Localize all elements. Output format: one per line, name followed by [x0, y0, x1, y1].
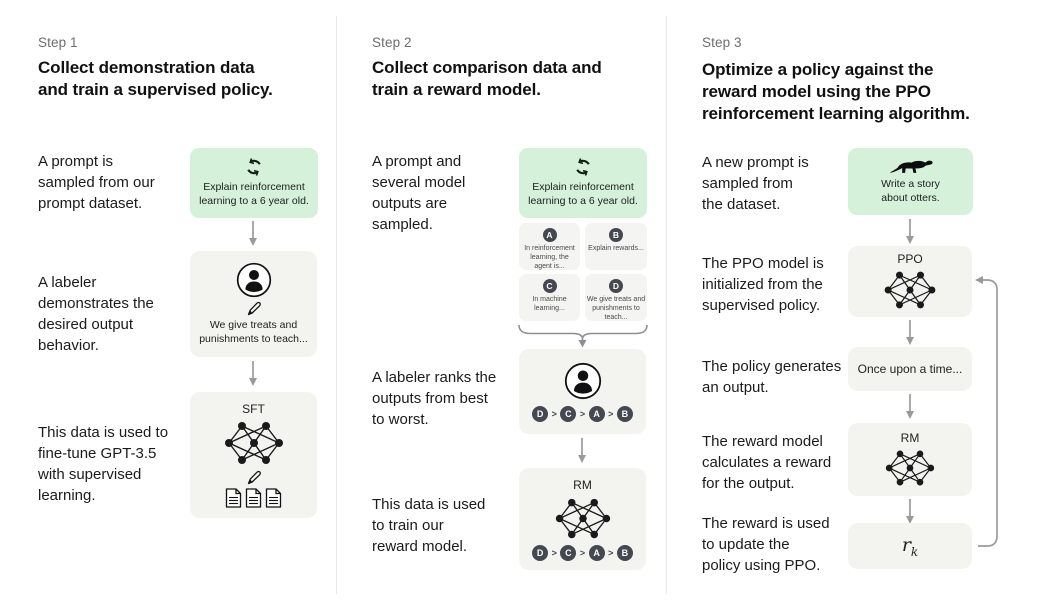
output-box-a: A In reinforcement learning, the agent i… [519, 223, 580, 270]
output-box-d: D We give treats and punishments to teac… [585, 274, 647, 321]
flow-arrow [905, 219, 915, 245]
labeler-rank-box: D > C > A > B [519, 349, 646, 434]
neural-net-icon [884, 271, 936, 309]
step1-row2-text: A labeler demonstrates the desired outpu… [38, 274, 154, 354]
step3-row3-text: The policy generates an output. [702, 358, 842, 396]
output-d-text: We give treats and punishments to teach.… [586, 296, 646, 322]
output-b-text: Explain rewards... [588, 245, 644, 252]
sft-box: SFT [190, 392, 317, 518]
rank-badge: C [560, 544, 577, 561]
pencil-icon [247, 470, 261, 485]
output-d-badge: D [609, 279, 623, 293]
prompt-box-step1: Explain reinforcement learning to a 6 ye… [190, 148, 318, 218]
step1-row3-text: This data is used to fine-tune GPT-3.5 w… [38, 424, 169, 504]
prompt-box-step3-text: Write a story about otters. [881, 178, 940, 204]
column-divider [666, 16, 667, 594]
output-b-badge: B [609, 228, 623, 242]
step3-row2-text: The PPO model is initialized from the su… [702, 255, 824, 314]
rank-badge: D [532, 405, 549, 422]
step3-label: Step 3 [702, 35, 742, 50]
labeler-demo-caption: We give treats and punishments to teach.… [199, 318, 308, 345]
rank-badge: C [560, 405, 577, 422]
ppo-box: PPO [848, 246, 972, 317]
documents-icon [225, 488, 282, 508]
reward-value-box: rk [848, 523, 972, 569]
flow-arrow [905, 320, 915, 346]
cycle-arrows-icon [576, 157, 590, 176]
output-c-badge: C [542, 279, 557, 293]
rank-badge: B [616, 544, 633, 561]
prompt-box-step2: Explain reinforcement learning to a 6 ye… [519, 148, 647, 218]
rank-badge: D [532, 544, 549, 561]
flow-arrow [248, 221, 258, 247]
step2-row3-text: This data is used to train our reward mo… [372, 496, 486, 555]
person-icon [236, 262, 271, 298]
step1-row1-text: A prompt is sampled from our prompt data… [38, 153, 155, 212]
rank-separator: > [551, 547, 557, 558]
labeler-demo-box: We give treats and punishments to teach.… [190, 251, 317, 357]
rm-label: RM [573, 477, 592, 492]
gather-brace-arrow [518, 324, 648, 348]
neural-net-icon [885, 449, 935, 487]
flow-arrow [577, 438, 587, 464]
output-a-badge: A [542, 228, 557, 242]
output-box-c: C In machine learning... [519, 274, 580, 321]
output-box-b: B Explain rewards... [585, 223, 647, 270]
reward-value-text: rk [901, 533, 919, 559]
step1-title: Collect demonstration data and train a s… [38, 58, 273, 100]
step1-label: Step 1 [38, 35, 78, 50]
sft-label: SFT [242, 402, 265, 416]
rank-badge: A [588, 544, 605, 561]
neural-net-icon [223, 421, 284, 465]
policy-output-text: Once upon a time... [857, 362, 963, 376]
step2-label: Step 2 [372, 35, 412, 50]
step2-row2-text: A labeler ranks the outputs from best to… [372, 369, 497, 428]
prompt-box-step1-text: Explain reinforcement learning to a 6 ye… [199, 180, 309, 207]
rm-label: RM [900, 431, 920, 445]
feedback-loop-arrow [975, 276, 998, 547]
reward-model-box-step2: RM D > C > A > B [519, 468, 646, 570]
policy-output-box: Once upon a time... [848, 347, 972, 391]
step3-row1-text: A new prompt is sampled from the dataset… [702, 154, 809, 213]
rank-separator: > [579, 408, 586, 419]
otter-icon [889, 161, 933, 174]
step3-row4-text: The reward model calculates a reward for… [702, 433, 832, 492]
rank-separator: > [551, 408, 557, 419]
ranking-row: D > C > A > B [532, 405, 633, 422]
flow-arrow [248, 361, 258, 387]
step2-title: Collect comparison data and train a rewa… [372, 58, 602, 100]
flow-arrow [905, 394, 915, 420]
step3-title: Optimize a policy against the reward mod… [702, 60, 970, 124]
prompt-box-step2-text: Explain reinforcement learning to a 6 ye… [528, 180, 638, 207]
prompt-box-step3: Write a story about otters. [848, 148, 973, 215]
person-icon [564, 362, 601, 399]
rank-badge: A [588, 405, 605, 422]
rank-separator: > [608, 547, 614, 558]
rank-separator: > [579, 547, 586, 558]
reward-model-box-step3: RM [848, 423, 972, 496]
rank-badge: B [616, 405, 633, 422]
flow-arrow [905, 499, 915, 525]
ranking-row: D > C > A > B [532, 544, 633, 561]
output-c-text: In machine learning... [532, 296, 567, 313]
neural-net-icon [554, 497, 611, 539]
step2-row1-text: A prompt and several model outputs are s… [372, 153, 466, 233]
rank-separator: > [608, 408, 614, 419]
output-a-text: In reinforcement learning, the agent is.… [524, 245, 575, 271]
column-divider [336, 16, 337, 594]
step3-row5-text: The reward is used to update the policy … [702, 515, 830, 574]
pencil-icon [247, 301, 261, 315]
ppo-label: PPO [897, 252, 923, 266]
cycle-arrows-icon [247, 157, 261, 176]
